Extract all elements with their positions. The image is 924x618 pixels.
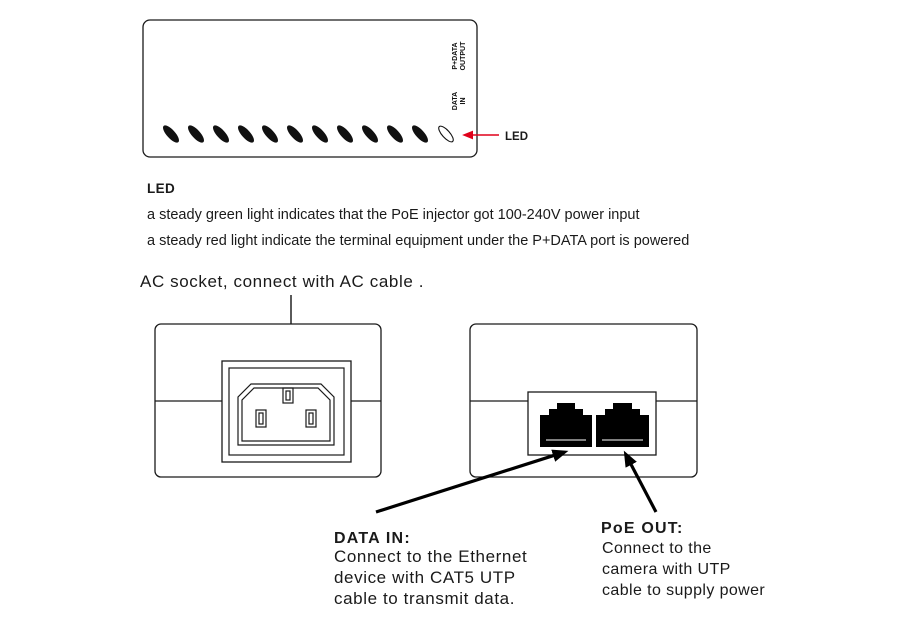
poe-out-callout: PoE OUT: Connect to the camera with UTP … xyxy=(601,520,765,599)
ac-socket-caption: AC socket, connect with AC cable . xyxy=(140,272,424,291)
ac-inlet-inner-outline xyxy=(241,387,331,442)
ac-pin-earth xyxy=(282,387,294,404)
led-indicator xyxy=(438,125,454,143)
vent-slot xyxy=(262,125,278,143)
vent-slots xyxy=(163,125,428,143)
input-port-label-line1: DATA xyxy=(452,92,459,110)
ac-pin-line xyxy=(255,409,267,428)
data-in-line: cable to transmit data. xyxy=(334,589,515,608)
data-in-title: DATA IN: xyxy=(334,530,411,547)
ac-socket-inner-frame xyxy=(228,367,345,456)
data-in-line: Connect to the Ethernet xyxy=(334,547,527,566)
data-in-arrow xyxy=(375,449,569,514)
data-in-jack xyxy=(540,403,592,447)
poe-out-jack xyxy=(596,403,649,447)
vent-slot xyxy=(238,125,254,143)
input-port-label-line2: IN xyxy=(460,98,467,105)
led-callout-label: LED xyxy=(505,131,528,143)
vent-slot xyxy=(337,125,353,143)
vent-slot xyxy=(412,125,428,143)
data-in-callout: DATA IN: Connect to the Ethernet device … xyxy=(334,530,527,608)
poe-out-title: PoE OUT: xyxy=(601,520,684,537)
led-description: LED a steady green light indicates that … xyxy=(147,181,689,249)
vent-slot xyxy=(362,125,378,143)
output-port-label-line2: OUTPUT xyxy=(460,41,467,71)
top-device-body xyxy=(142,19,478,158)
top-device: P+DATA OUTPUT DATA IN xyxy=(142,19,478,158)
ac-side-device xyxy=(154,323,382,478)
vent-slot xyxy=(213,125,229,143)
ac-socket xyxy=(221,360,352,463)
poe-out-line: cable to supply power xyxy=(602,582,765,599)
poe-out-arrow xyxy=(623,450,658,513)
led-heading: LED xyxy=(147,181,175,196)
poe-out-line: Connect to the xyxy=(602,540,712,557)
vent-slot xyxy=(287,125,303,143)
vent-slot xyxy=(387,125,403,143)
rj45-side-device xyxy=(469,323,698,478)
output-port-label-line1: P+DATA xyxy=(452,42,459,69)
poe-out-line: camera with UTP xyxy=(602,561,731,578)
vent-slot xyxy=(312,125,328,143)
vent-slot xyxy=(163,125,179,143)
ac-pin-neutral xyxy=(305,409,317,428)
ac-socket-frame xyxy=(221,360,352,463)
data-in-line: device with CAT5 UTP xyxy=(334,568,516,587)
vent-slot xyxy=(188,125,204,143)
led-description-line: a steady green light indicates that the … xyxy=(147,207,640,223)
led-description-line: a steady red light indicate the terminal… xyxy=(147,233,689,249)
ac-inlet-outline xyxy=(237,383,335,446)
